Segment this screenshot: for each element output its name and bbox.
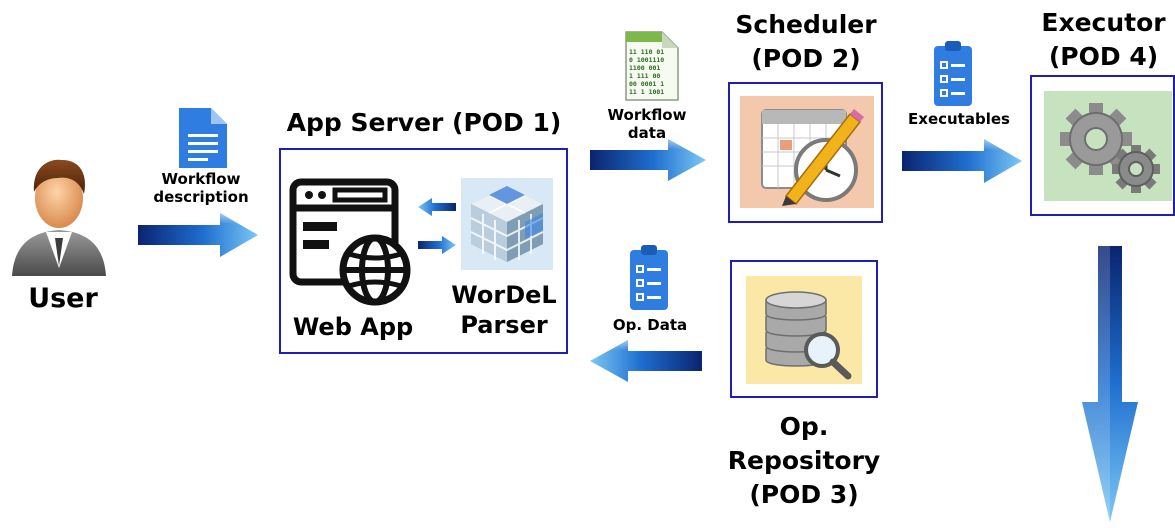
- arrow-webapp-to-parser: [418, 236, 456, 254]
- binary-line-5: 00 0001 1: [629, 80, 664, 88]
- wordel-parser-line2: Parser: [460, 311, 548, 339]
- arrow-scheduler-to-executor: [902, 139, 1022, 183]
- arrow-repository-to-app-server: [590, 340, 702, 382]
- gears-icon: [1044, 91, 1172, 201]
- executables-clipboard-icon: [932, 40, 974, 108]
- scheduler-title: Scheduler (POD 2): [716, 8, 896, 76]
- op-repository-title-line2: Repository: [727, 446, 881, 475]
- executor-title-line1: Executor: [1041, 8, 1166, 37]
- op-repository-title-line1: Op.: [779, 412, 829, 441]
- wordel-parser-line1: WorDeL: [451, 281, 557, 309]
- workflow-description-line1: Workflow: [161, 170, 241, 188]
- arrow-executor-down: [1082, 246, 1138, 522]
- cube-icon: [461, 178, 553, 270]
- binary-line-6: 11 1 1001: [629, 88, 664, 96]
- op-repository-box: [730, 260, 878, 398]
- arrow-app-server-to-scheduler: [590, 139, 706, 181]
- scheduler-box: [728, 82, 883, 223]
- binary-line-3: 1100 001: [629, 64, 660, 72]
- binary-data-file-icon: 11 110 01 0 1001110 1100 001 1 111 00 00…: [622, 30, 680, 102]
- op-data-clipboard-icon: [628, 244, 670, 312]
- op-repository-title-line3: (POD 3): [749, 480, 859, 509]
- workflow-description-line2: description: [153, 188, 249, 206]
- executor-title: Executor (POD 4): [1032, 6, 1175, 74]
- binary-line-2: 0 1001110: [629, 56, 664, 64]
- op-repository-title: Op. Repository (POD 3): [716, 410, 892, 512]
- op-data-label: Op. Data: [612, 316, 688, 334]
- executor-title-line2: (POD 4): [1048, 42, 1159, 71]
- scheduler-title-line2: (POD 2): [751, 44, 861, 73]
- arrow-user-to-app-server: [138, 213, 258, 257]
- user-label: User: [28, 283, 98, 314]
- scheduler-title-line1: Scheduler: [735, 10, 877, 39]
- user-avatar-icon: [8, 148, 110, 276]
- app-server-box: Web App WorDeL Parser: [279, 148, 568, 354]
- workflow-data-line1: Workflow: [607, 106, 687, 124]
- workflow-data-label: Workflow data: [592, 106, 702, 142]
- web-app-label: Web App: [292, 313, 414, 341]
- binary-line-1: 11 110 01: [629, 48, 664, 56]
- wordel-parser-label: WorDeL Parser: [441, 280, 567, 340]
- binary-line-4: 1 111 00: [629, 72, 660, 80]
- workflow-description-label: Workflow description: [138, 170, 264, 206]
- web-app-globe-icon: [289, 174, 413, 308]
- executor-box: [1030, 75, 1175, 216]
- workflow-data-line2: data: [627, 124, 667, 142]
- executables-label: Executables: [908, 110, 1010, 128]
- calendar-clock-pencil-icon: [740, 96, 874, 208]
- app-server-title: App Server (POD 1): [286, 108, 562, 137]
- database-search-icon: [746, 276, 862, 384]
- document-icon: [171, 106, 233, 170]
- arrow-parser-to-webapp: [418, 198, 456, 216]
